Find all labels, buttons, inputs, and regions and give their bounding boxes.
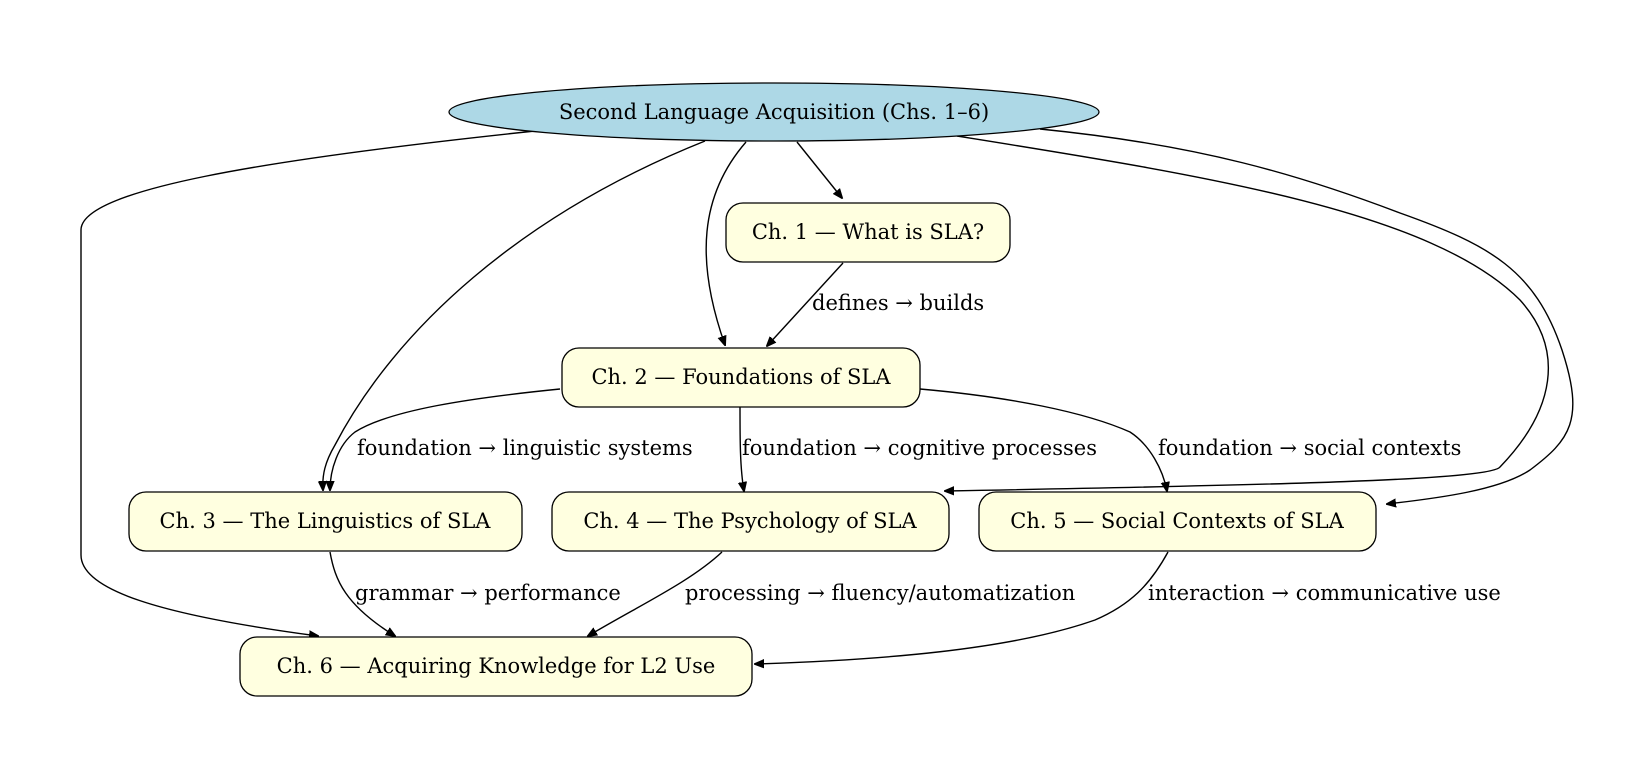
node-ch5-label: Ch. 5 — Social Contexts of SLA <box>1010 509 1344 533</box>
edge-ch2-ch4 <box>740 406 744 491</box>
edge-ch2-ch3 <box>330 388 561 490</box>
node-ch6-shape <box>239 636 753 697</box>
edge-root-ch4 <box>945 135 1549 491</box>
node-root-label: Second Language Acquisition (Chs. 1–6) <box>559 100 989 124</box>
edge-label-ch2-ch5: foundation → social contexts <box>1158 436 1461 460</box>
node-ch1-shape <box>725 202 1011 263</box>
node-ch3[interactable]: Ch. 3 — The Linguistics of SLA <box>128 491 523 552</box>
edge-label-ch1-ch2: defines → builds <box>812 291 984 315</box>
node-ch5-shape <box>978 491 1377 552</box>
node-ch5[interactable]: Ch. 5 — Social Contexts of SLA <box>978 491 1377 552</box>
edge-root-ch5 <box>1039 128 1574 504</box>
edge-ch4-ch6 <box>588 551 723 636</box>
node-ch4-label: Ch. 4 — The Psychology of SLA <box>583 509 917 533</box>
edge-root-ch3 <box>323 140 706 490</box>
node-root[interactable]: Second Language Acquisition (Chs. 1–6) <box>448 82 1100 142</box>
edge-label-ch2-ch4: foundation → cognitive processes <box>742 436 1097 460</box>
edge-root-ch2 <box>705 141 747 345</box>
edges <box>80 128 1574 664</box>
node-ch6-label: Ch. 6 — Acquiring Knowledge for L2 Use <box>277 654 716 678</box>
node-ch6[interactable]: Ch. 6 — Acquiring Knowledge for L2 Use <box>239 636 753 697</box>
edge-root-ch6 <box>80 130 536 636</box>
edge-label-ch5-ch6: interaction → communicative use <box>1148 581 1501 605</box>
node-ch2-label: Ch. 2 — Foundations of SLA <box>591 365 891 389</box>
node-ch4-shape <box>551 491 950 552</box>
node-ch2[interactable]: Ch. 2 — Foundations of SLA <box>561 347 921 408</box>
node-ch4[interactable]: Ch. 4 — The Psychology of SLA <box>551 491 950 552</box>
edge-ch2-ch5 <box>919 388 1167 491</box>
edge-label-ch3-ch6: grammar → performance <box>355 581 621 605</box>
node-ch2-shape <box>561 347 921 408</box>
edge-label-ch4-ch6: processing → fluency/automatization <box>685 581 1075 605</box>
edge-ch3-ch6 <box>329 551 395 636</box>
node-root-shape <box>448 82 1100 142</box>
edge-root-ch1 <box>796 141 842 198</box>
edge-label-ch2-ch3: foundation → linguistic systems <box>357 436 693 460</box>
edge-ch5-ch6 <box>755 551 1169 664</box>
node-ch3-label: Ch. 3 — The Linguistics of SLA <box>160 509 492 533</box>
edge-ch1-ch2 <box>767 262 844 346</box>
node-ch1-label: Ch. 1 — What is SLA? <box>752 220 984 244</box>
nodes: Second Language Acquisition (Chs. 1–6) C… <box>128 82 1377 697</box>
edge-labels: defines → builds foundation → linguistic… <box>355 291 1501 605</box>
node-ch3-shape <box>128 491 523 552</box>
node-ch1[interactable]: Ch. 1 — What is SLA? <box>725 202 1011 263</box>
